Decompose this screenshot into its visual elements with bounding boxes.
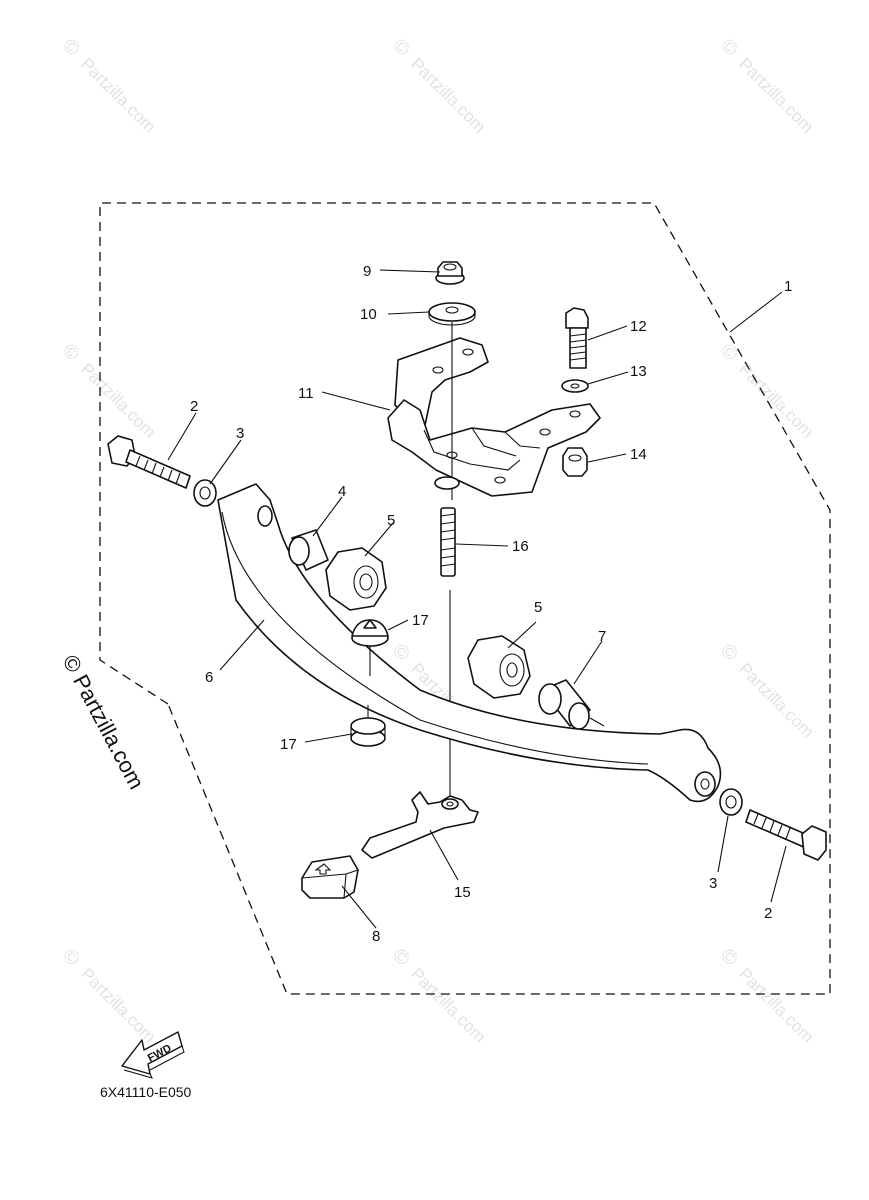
- side-watermark: © Partzilla.com: [58, 651, 150, 794]
- watermark-text: Partzilla.com: [407, 964, 489, 1046]
- watermark-copyright-icon: ©: [388, 639, 414, 665]
- callouts: 1 2 3 4 5 6 7 8 9 10 11 12 13 14 15 16 1: [167, 263, 792, 945]
- collar-axis-line: [589, 717, 605, 727]
- part-13-washer: [561, 379, 589, 393]
- callout-13: 13: [630, 363, 647, 380]
- watermark-layer: © Partzilla.com © Partzilla.com © Partzi…: [58, 34, 817, 1046]
- part-16-stud: [440, 507, 456, 577]
- part-6-steering-arm: [217, 483, 722, 803]
- part-10-washer: [428, 302, 476, 326]
- callout-4: 4: [338, 483, 346, 500]
- part-5-nut-lower: [467, 635, 531, 699]
- part-5-nut-upper: [325, 547, 387, 611]
- lower-washer: [434, 476, 460, 490]
- callout-14: 14: [630, 446, 647, 463]
- callout-6: 6: [205, 669, 213, 686]
- callout-2-left: 2: [190, 398, 198, 415]
- callout-7: 7: [598, 628, 606, 645]
- watermark-text: Partzilla.com: [77, 964, 159, 1046]
- part-9-flange-nut: [435, 261, 465, 285]
- watermark-text: Partzilla.com: [77, 359, 159, 441]
- watermark-text: Partzilla.com: [407, 54, 489, 136]
- watermark-copyright-icon: ©: [716, 34, 742, 60]
- callout-16: 16: [512, 538, 529, 555]
- part-3-washer-left: [193, 479, 217, 507]
- part-15-plate: [361, 791, 479, 859]
- part-3-washer-right: [719, 788, 743, 816]
- fwd-label: FWD: [146, 1042, 174, 1064]
- part-11-bracket: [387, 337, 601, 497]
- watermark-copyright-icon: ©: [716, 944, 742, 970]
- watermark-text: Partzilla.com: [735, 659, 817, 741]
- part-2-bolt-left: [107, 435, 191, 489]
- watermark-text: Partzilla.com: [735, 54, 817, 136]
- assembly-boundary: [99, 202, 831, 995]
- watermark-copyright-icon: ©: [388, 34, 414, 60]
- part-4-collar: [288, 529, 329, 571]
- callout-12: 12: [630, 318, 647, 335]
- part-7-collar: [538, 679, 591, 730]
- part-2-bolt-right: [745, 809, 827, 861]
- part-12-bolt: [565, 307, 589, 369]
- callout-9: 9: [363, 263, 371, 280]
- watermark-copyright-icon: ©: [388, 944, 414, 970]
- callout-17-lower: 17: [280, 736, 297, 753]
- watermark-text: Partzilla.com: [735, 964, 817, 1046]
- callout-1: 1: [784, 278, 792, 295]
- part-17-cap-upper: [351, 619, 389, 647]
- callout-2-right: 2: [764, 905, 772, 922]
- watermark-copyright-icon: ©: [58, 944, 84, 970]
- diagram-code: 6X41110-E050: [100, 1084, 192, 1100]
- watermark-text: Partzilla.com: [77, 54, 159, 136]
- watermark-copyright-icon: ©: [58, 34, 84, 60]
- callout-8: 8: [372, 928, 380, 945]
- watermark-copyright-icon: ©: [58, 339, 84, 365]
- part-8-block: [301, 855, 359, 899]
- watermark-copyright-icon: ©: [716, 639, 742, 665]
- callout-3-left: 3: [236, 425, 244, 442]
- part-14-nut: [562, 447, 588, 477]
- callout-5-lower: 5: [534, 599, 542, 616]
- callout-15: 15: [454, 884, 471, 901]
- callout-10: 10: [360, 306, 377, 323]
- callout-5-upper: 5: [387, 512, 395, 529]
- part-17-cap-lower: [350, 717, 386, 747]
- callout-17-upper: 17: [412, 612, 429, 629]
- watermark-text: Partzilla.com: [735, 359, 817, 441]
- watermark-copyright-icon: ©: [716, 339, 742, 365]
- callout-11: 11: [298, 385, 314, 402]
- callout-3-right: 3: [709, 875, 717, 892]
